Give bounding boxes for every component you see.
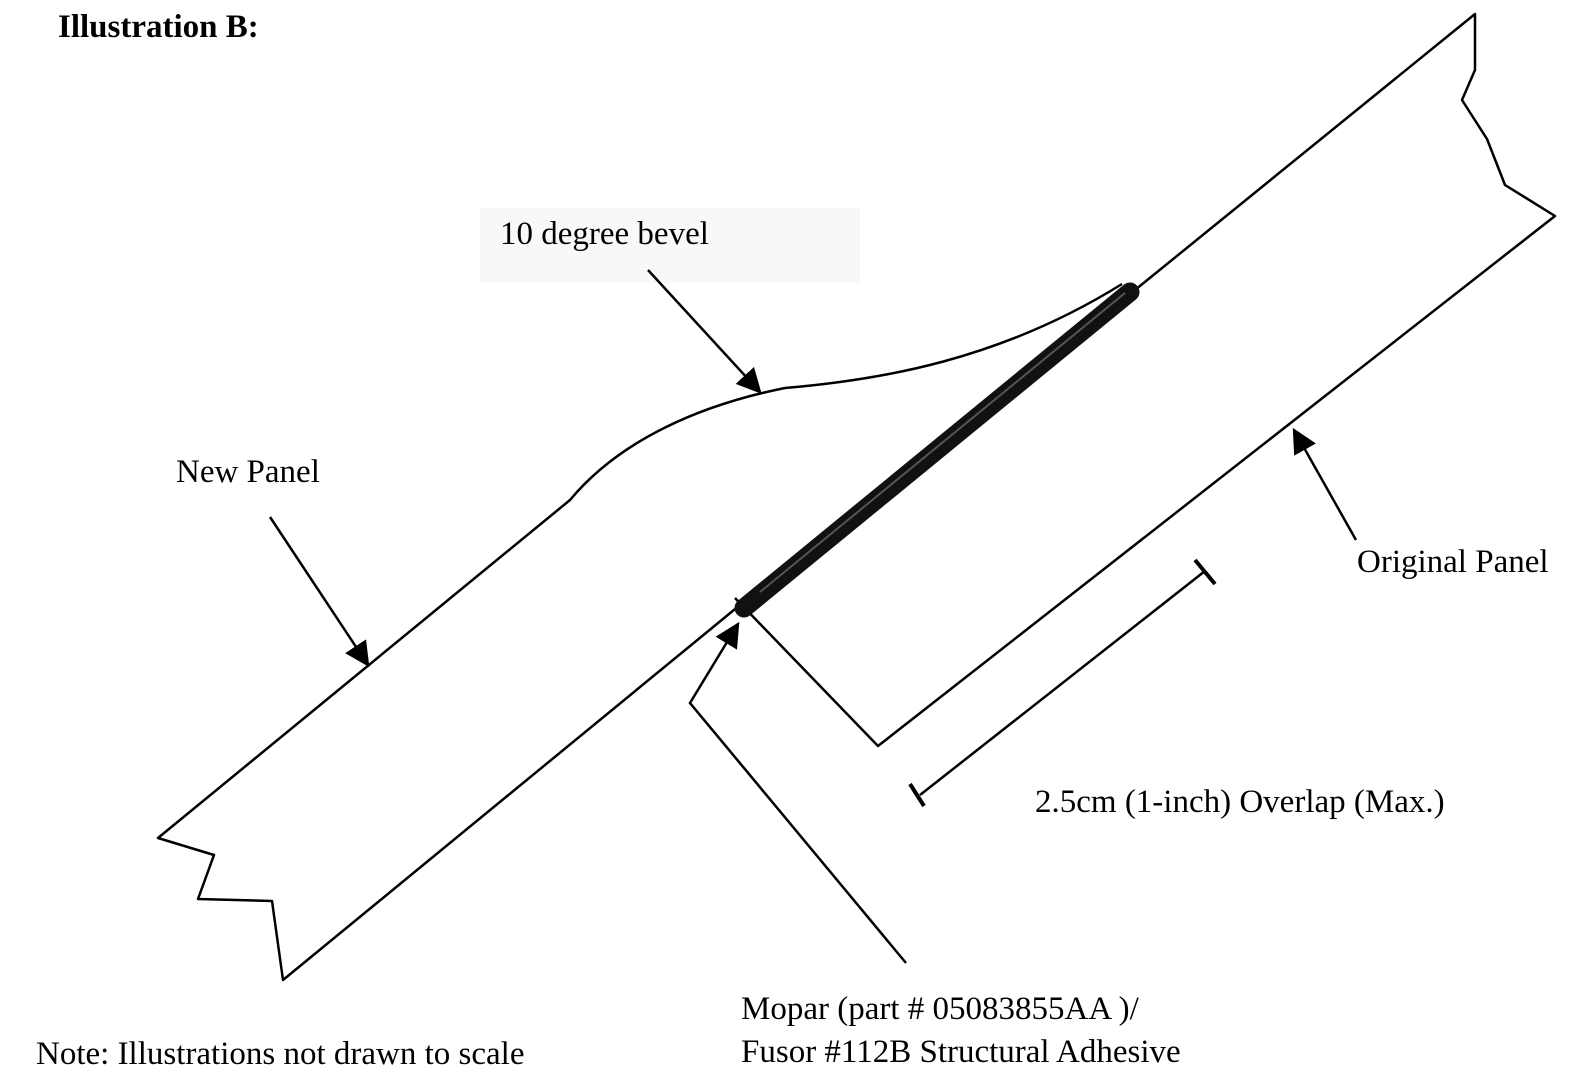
bevel-arrow bbox=[647, 269, 762, 394]
adhesive-label-line2: Fusor #112B Structural Adhesive bbox=[741, 1034, 1181, 1070]
bevel-label: 10 degree bevel bbox=[500, 216, 709, 252]
bevel-label-background bbox=[480, 208, 860, 283]
original-panel-label: Original Panel bbox=[1357, 544, 1549, 580]
new-panel-outline bbox=[156, 282, 1123, 982]
new-panel-arrow bbox=[268, 516, 370, 668]
overlap-dimension-tick-end bbox=[1193, 558, 1217, 586]
adhesive-bead bbox=[734, 282, 1140, 618]
new-panel-label: New Panel bbox=[176, 454, 320, 490]
original-panel-arrow bbox=[1292, 427, 1358, 541]
original-panel-outline bbox=[734, 12, 1557, 748]
adhesive-label-line1: Mopar (part # 05083855AA )/ bbox=[741, 991, 1139, 1027]
overlap-label: 2.5cm (1-inch) Overlap (Max.) bbox=[1035, 784, 1445, 820]
overlap-dimension-line bbox=[919, 570, 1206, 796]
adhesive-leader-arrow bbox=[688, 621, 907, 964]
scale-note: Note: Illustrations not drawn to scale bbox=[36, 1036, 525, 1072]
overlap-dimension-tick-start bbox=[908, 782, 926, 808]
illustration-title: Illustration B: bbox=[58, 9, 259, 45]
adhesive-bead-highlight bbox=[759, 292, 1126, 593]
